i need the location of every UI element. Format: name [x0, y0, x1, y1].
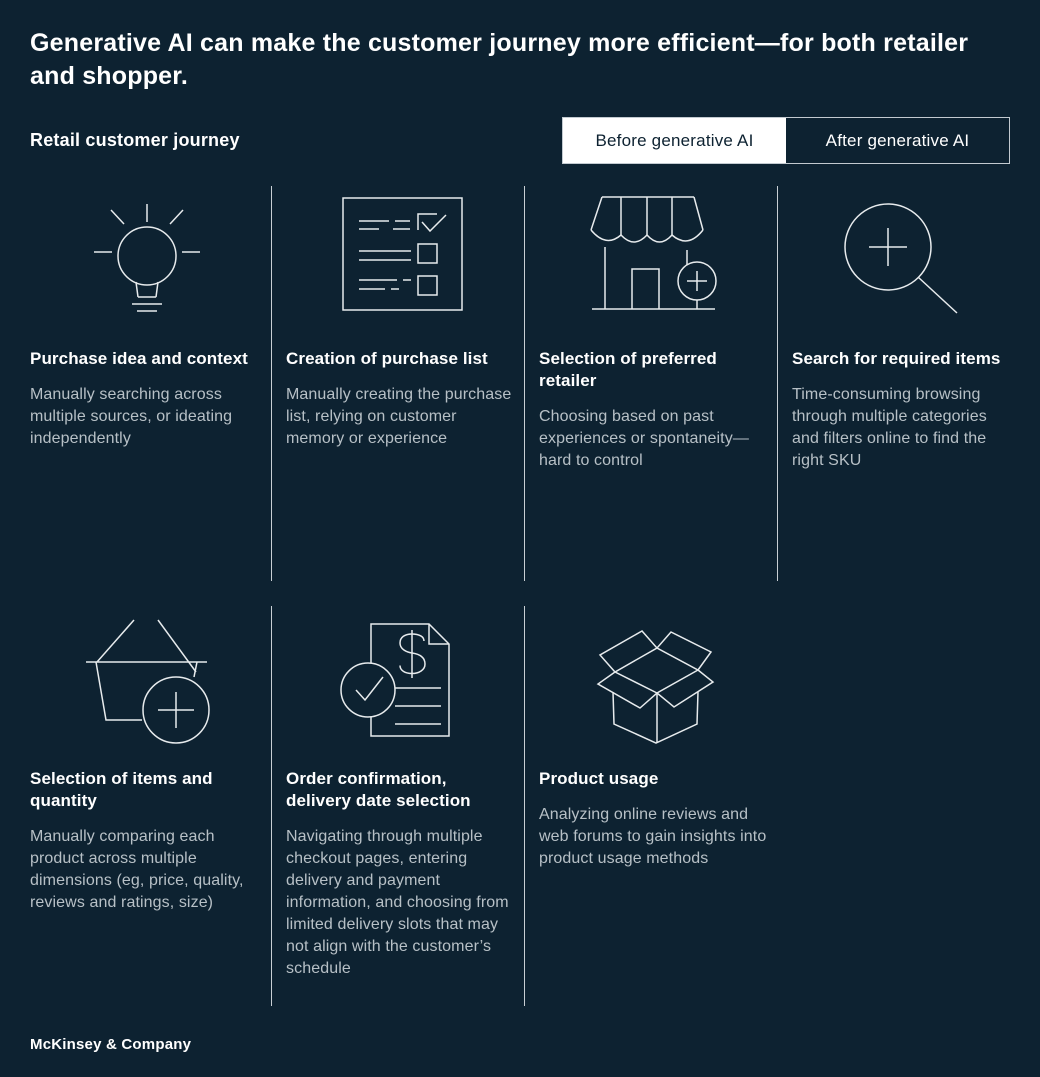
step-description: Navigating through multiple checkout pag… [286, 828, 509, 977]
journey-row-1: Purchase idea and context Manually searc… [30, 186, 1010, 581]
step-description: Manually comparing each product across m… [30, 828, 244, 911]
lightbulb-icon [30, 190, 261, 330]
step-description: Time-consuming browsing through multiple… [792, 386, 987, 469]
tab-toggle: Before generative AI After generative AI [562, 117, 1010, 164]
journey-step-purchase-idea: Purchase idea and context Manually searc… [30, 186, 271, 581]
step-description: Analyzing online reviews and web forums … [539, 806, 767, 867]
checklist-icon [286, 190, 516, 330]
step-title: Creation of purchase list [286, 349, 488, 368]
step-title: Selection of items and quantity [30, 769, 213, 810]
journey-row-2: Selection of items and quantity Manually… [30, 606, 1010, 1006]
journey-step-purchase-list: Creation of purchase list Manually creat… [271, 186, 524, 581]
journey-step-items-quantity: Selection of items and quantity Manually… [30, 606, 271, 1006]
step-title: Search for required items [792, 349, 1001, 368]
step-description: Choosing based on past experiences or sp… [539, 408, 749, 469]
header-row: Retail customer journey Before generativ… [30, 117, 1010, 164]
search-plus-icon [792, 190, 1002, 330]
journey-subtitle: Retail customer journey [30, 130, 240, 150]
page-title: Generative AI can make the customer jour… [30, 29, 969, 90]
step-description: Manually searching across multiple sourc… [30, 386, 233, 447]
journey-grid: Purchase idea and context Manually searc… [30, 186, 1010, 1006]
journey-step-order-confirmation: Order confirmation, delivery date select… [271, 606, 524, 1006]
step-title: Order confirmation, delivery date select… [286, 769, 471, 810]
invoice-check-icon [286, 610, 516, 750]
tab-after-generative-ai[interactable]: After generative AI [825, 130, 970, 150]
step-title: Purchase idea and context [30, 349, 248, 368]
step-title: Selection of preferred retailer [539, 349, 717, 390]
journey-step-product-usage: Product usage Analyzing online reviews a… [524, 606, 777, 1006]
open-box-icon [539, 610, 769, 750]
journey-step-search-items: Search for required items Time-consuming… [777, 186, 1010, 581]
basket-plus-icon [30, 610, 261, 750]
mckinsey-brand: McKinsey & Company [30, 1036, 192, 1053]
exhibit: Generative AI can make the customer jour… [30, 29, 1010, 1006]
step-title: Product usage [539, 769, 659, 788]
step-description: Manually creating the purchase list, rel… [286, 386, 512, 447]
storefront-plus-icon [539, 190, 769, 330]
tab-before-generative-ai[interactable]: Before generative AI [563, 118, 786, 163]
journey-step-preferred-retailer: Selection of preferred retailer Choosing… [524, 186, 777, 581]
